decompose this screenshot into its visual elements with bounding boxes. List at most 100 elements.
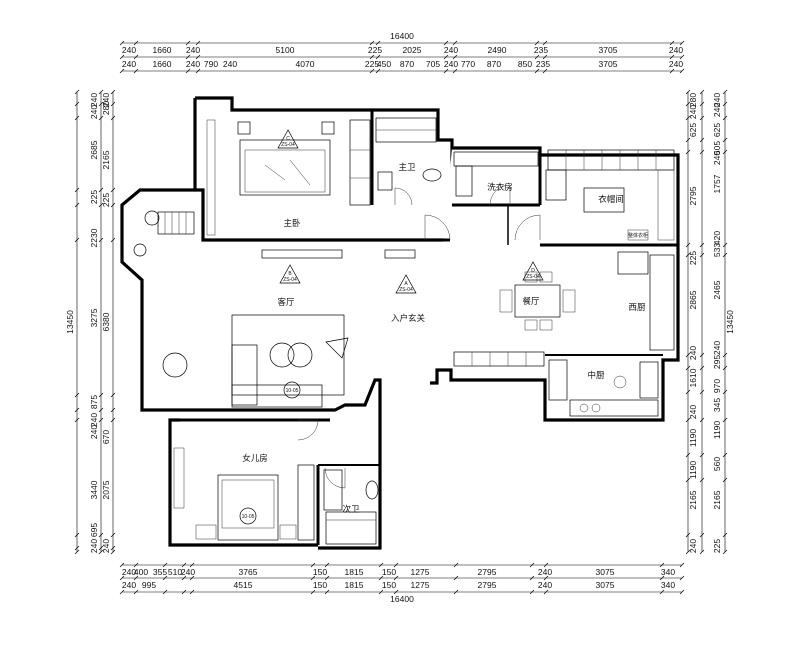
right-dim-outer-4: 240 [712, 151, 722, 165]
bot-dim-2-1: 995 [142, 580, 156, 590]
svg-text:ZS-04: ZS-04 [283, 277, 297, 283]
left-dim-inner-6: 2075 [101, 480, 111, 499]
west-kitchen-counter [649, 254, 675, 351]
right-dim-inner-4: 225 [688, 251, 698, 265]
daughter-room-walls [168, 418, 318, 547]
second-shower [325, 511, 377, 545]
bot-dim-2-6: 1275 [411, 580, 430, 590]
right-dim-outer-0: 240 [712, 93, 722, 107]
right-dimension-outer: 2402406255052401757420533246524029597034… [712, 93, 722, 553]
balcony-table [157, 211, 195, 235]
left-dim-outer-5: 3275 [89, 308, 99, 327]
elevation-tag-3: A ZS-04 [395, 274, 417, 294]
left-dim-inner-2: 2165 [101, 150, 111, 169]
right-dim-inner-5: 2865 [688, 290, 698, 309]
closet-cabinets [547, 149, 675, 171]
top-dim-2-3: 790 [204, 59, 218, 69]
right-dim-inner-0: 280 [688, 93, 698, 107]
left-dim-inner-4: 6380 [101, 312, 111, 331]
top-dim-1-9: 3705 [599, 45, 618, 55]
bottom-total-dimension: 16400 [390, 594, 414, 604]
top-dim-2-14: 235 [536, 59, 550, 69]
walls [120, 96, 680, 550]
bot-dim-1-4: 240 [181, 567, 195, 577]
door-swings [297, 184, 541, 489]
label-western-kitchen: 西厨 [628, 303, 646, 313]
top-dim-1-4: 225 [368, 45, 382, 55]
left-dim-inner-1: 280 [101, 101, 111, 115]
top-dim-2-9: 705 [426, 59, 440, 69]
top-dim-1-0: 240 [122, 45, 136, 55]
top-dim-2-7: 450 [377, 59, 391, 69]
label-laundry: 洗衣房 [487, 182, 513, 193]
right-dim-outer-13: 1190 [712, 421, 722, 440]
bot-dim-2-10: 340 [661, 580, 675, 590]
label-master-bedroom: 主卧 [283, 218, 301, 229]
daughter-nightstand-left [195, 524, 217, 540]
nightstand-left [237, 121, 251, 135]
label-closet-cabinet: 整体衣柜 [628, 232, 648, 239]
elevation-tags: C ZS-04 B ZS-04 A ZS-04 D ZS-04 10-05 10… [239, 129, 544, 525]
left-dim-outer-8: 240 [89, 425, 99, 439]
bot-dim-1-11: 240 [538, 567, 552, 577]
label-chinese-kitchen: 中厨 [587, 370, 605, 381]
top-dim-2-0: 240 [122, 59, 136, 69]
top-dim-1-3: 5100 [276, 45, 295, 55]
bot-dim-1-13: 340 [661, 567, 675, 577]
bot-dim-1-8: 150 [382, 567, 396, 577]
top-dim-2-10: 240 [444, 59, 458, 69]
daughter-wardrobe [297, 464, 315, 541]
right-dim-outer-6: 420 [712, 231, 722, 245]
kitchen-right-counter [639, 361, 659, 399]
bot-dim-2-4: 1815 [345, 580, 364, 590]
right-dim-outer-7: 533 [712, 243, 722, 257]
svg-text:ZS-04: ZS-04 [281, 142, 295, 148]
right-dim-outer-11: 970 [712, 379, 722, 393]
left-dim-outer-9: 3440 [89, 480, 99, 499]
left-dim-outer-2: 2685 [89, 140, 99, 159]
right-total-dimension: 13450 [725, 310, 735, 334]
right-dim-outer-5: 1757 [712, 174, 722, 193]
top-dim-2-12: 870 [487, 59, 501, 69]
top-dim-2-11: 770 [461, 59, 475, 69]
right-dimension-inner: 2802406252795225286524016102401190119021… [688, 93, 698, 553]
right-dim-outer-2: 625 [712, 123, 722, 137]
left-dim-outer-1: 240 [89, 105, 99, 119]
bot-dim-2-8: 240 [538, 580, 552, 590]
svg-text:10-05: 10-05 [242, 514, 255, 520]
desk [173, 447, 185, 509]
service-block-walls [430, 146, 680, 422]
bot-dim-2-3: 150 [313, 580, 327, 590]
second-bath-sink [323, 469, 343, 511]
sofa-bottom [231, 384, 323, 408]
left-dim-outer-7: 875 [89, 395, 99, 409]
right-dim-inner-3: 2795 [688, 186, 698, 205]
laundry-machine [455, 165, 473, 197]
left-dim-outer-11: 240 [89, 539, 99, 553]
top-total-dimension: 16400 [390, 31, 414, 41]
elevation-tag-6: 10-05 [239, 507, 257, 525]
top-dim-1-2: 240 [186, 45, 200, 55]
left-dim-outer-10: 695 [89, 523, 99, 537]
right-dim-outer-1: 240 [712, 103, 722, 117]
round-side-table [162, 352, 188, 378]
label-master-bath: 主卫 [398, 162, 416, 173]
right-dim-inner-2: 625 [688, 123, 698, 137]
bot-dim-1-1: 400 [134, 567, 148, 577]
left-dim-outer-6: 240 [89, 413, 99, 427]
left-dim-outer-4: 2230 [89, 228, 99, 247]
entry-cabinet-row [453, 351, 545, 367]
elevation-tag-1: C ZS-04 [277, 129, 299, 149]
svg-text:C: C [286, 136, 290, 142]
right-dim-outer-14: 560 [712, 457, 722, 471]
elevation-tag-5: 10-05 [283, 381, 301, 399]
coffee-table-2 [287, 342, 313, 368]
dimension-ticks [74, 40, 728, 595]
furniture [133, 117, 675, 545]
right-dim-outer-10: 295 [712, 355, 722, 369]
